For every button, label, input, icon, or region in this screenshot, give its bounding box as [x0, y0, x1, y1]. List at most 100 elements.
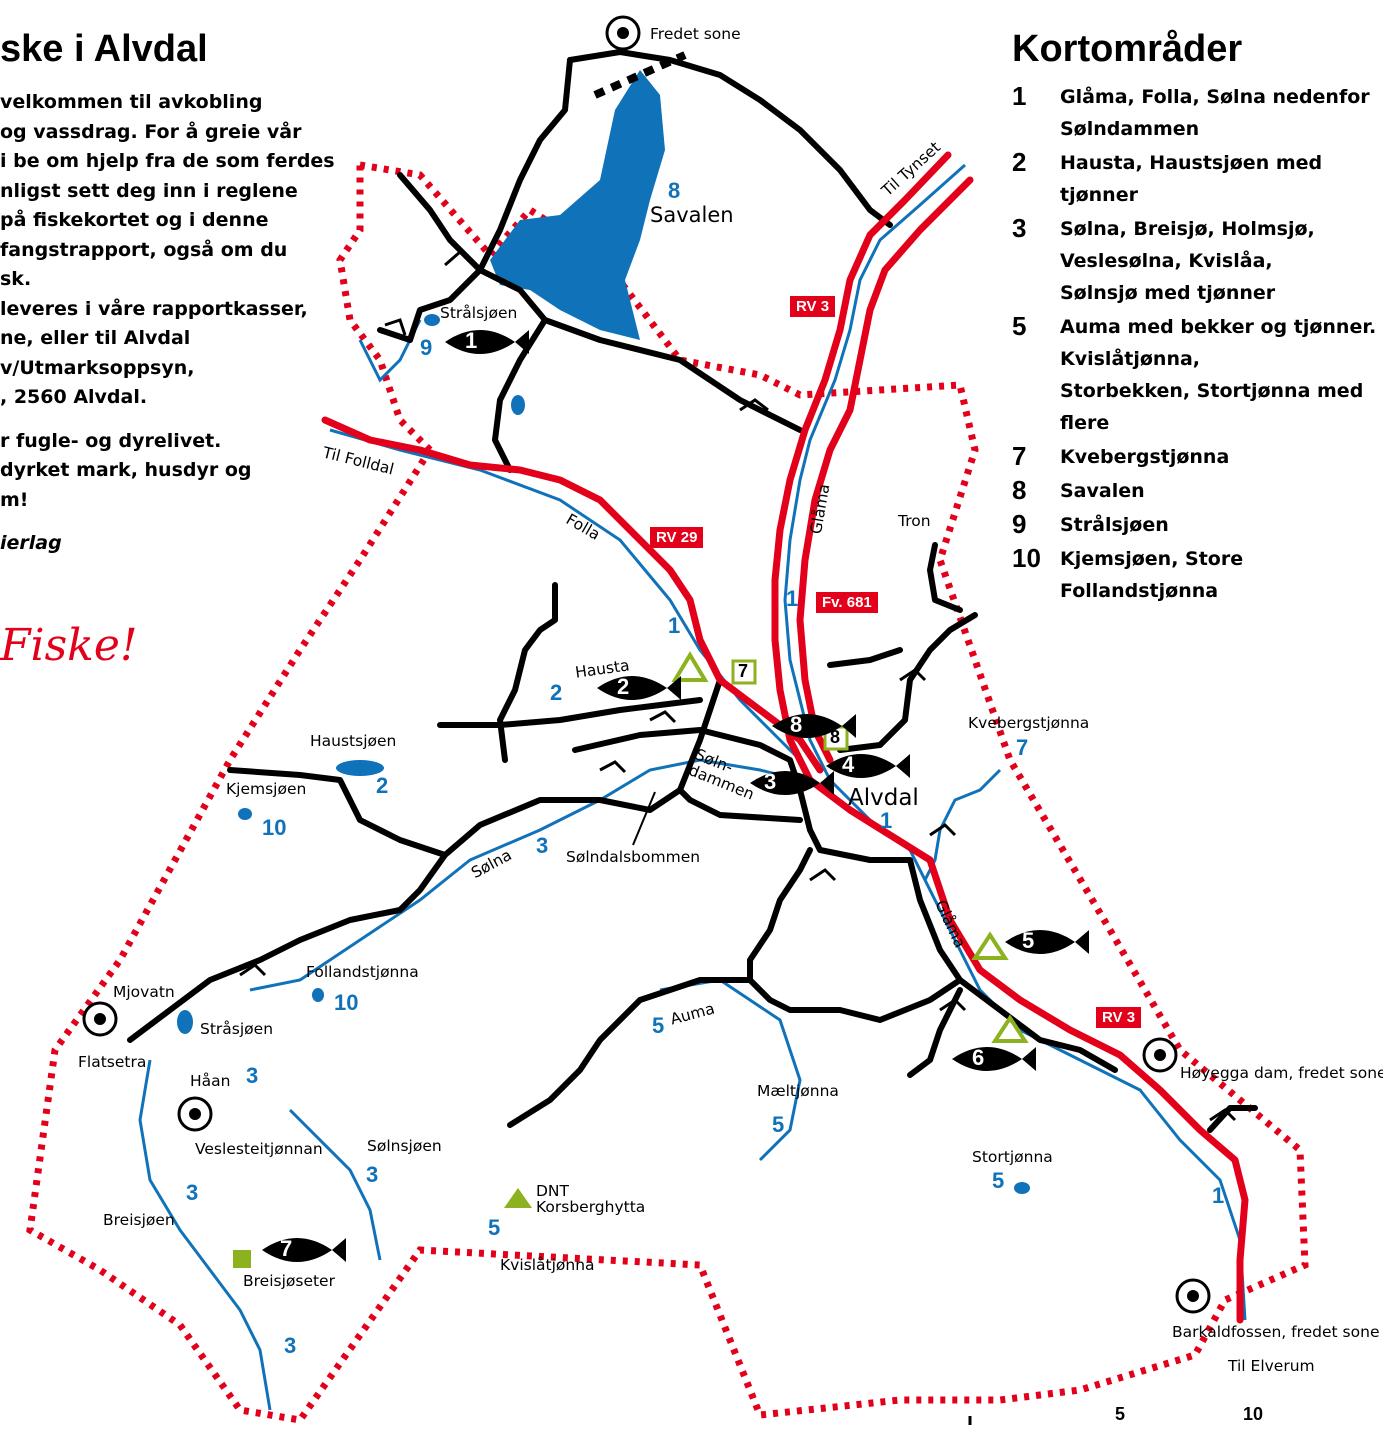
- zone-number: 9: [420, 335, 433, 360]
- zone-number: 1: [668, 613, 681, 638]
- legend-text: Glåma, Folla, Sølna nedenfor Sølndammen: [1060, 86, 1370, 140]
- label-savalen: Savalen: [650, 203, 734, 227]
- legend-text: Sølna, Breisjø, Holmsjø, Veslesølna, Kvi…: [1060, 218, 1315, 304]
- label-hoyegga-dam: Høyegga dam, fredet sone: [1180, 1064, 1383, 1082]
- label-breisjoen: Breisjøen: [103, 1211, 175, 1229]
- label-kvebergstjonna: Kvebergstjønna: [968, 714, 1090, 732]
- intro-line: m!: [0, 488, 29, 511]
- lake-stralsjoen: [424, 314, 440, 326]
- intro-line: fangstrapport, også om du: [0, 238, 288, 261]
- legend-item: 2 Hausta, Haustsjøen med tjønner: [1012, 147, 1382, 211]
- fish-icon: [262, 1238, 346, 1262]
- label-flatsetra: Flatsetra: [78, 1053, 147, 1071]
- zone-number: 10: [334, 990, 359, 1015]
- legend-text: Auma med bekker og tjønner. Kvislåtjønna…: [1060, 316, 1377, 434]
- legend-num: 9: [1012, 509, 1027, 539]
- intro-line: og vassdrag. For å greie vår: [0, 120, 302, 143]
- zone-number: 2: [550, 680, 563, 705]
- label-fredet-sone: Fredet sone: [650, 25, 741, 43]
- label-solnsjoen: Sølnsjøen: [367, 1137, 442, 1155]
- square-number: 7: [738, 661, 749, 681]
- fish-number: 6: [972, 1045, 985, 1070]
- label-maeltjonna: Mæltjønna: [757, 1082, 839, 1100]
- lake-haustsjoen: [336, 760, 384, 776]
- fish-icon: [772, 714, 856, 738]
- main-roads: [321, 151, 1249, 1324]
- pointer-arrow: [632, 791, 656, 846]
- label-haan: Håan: [190, 1072, 231, 1090]
- signature: ierlag: [0, 532, 62, 554]
- intro-line: på fiskekortet og i denne: [0, 209, 269, 231]
- intro-line: i be om hjelp fra de som ferdes: [0, 150, 335, 172]
- zone-number: 3: [536, 833, 549, 858]
- fish-number: 2: [617, 674, 630, 699]
- zone-number: 3: [366, 1162, 379, 1187]
- fiske-script: Fiske!: [0, 620, 138, 671]
- scale-label: 10: [1243, 1404, 1264, 1424]
- fish-icon: [1005, 930, 1089, 954]
- lake-strasjoen: [177, 1010, 193, 1034]
- label-mjovatn: Mjovatn: [113, 983, 175, 1001]
- legend-item: 5 Auma med bekker og tjønner. Kvislåtjønn…: [1012, 311, 1382, 439]
- barriers: [239, 249, 1237, 1122]
- label-stortjonna: Stortjønna: [972, 1148, 1053, 1166]
- label-dnt-korsberghytta: DNT Korsberghytta: [536, 1182, 646, 1216]
- roads: [127, 49, 1258, 1133]
- fish-number: 8: [790, 712, 803, 737]
- legend-num: 1: [1012, 81, 1027, 111]
- fish-number: 7: [280, 1236, 293, 1261]
- fish-icon: [826, 754, 910, 778]
- lake-kjemsjoen: [238, 808, 252, 820]
- road-badge-rv3-south: RV 3: [1096, 1007, 1142, 1028]
- zone-number: 1: [880, 808, 893, 833]
- water: [177, 70, 1030, 1194]
- zone-number: 10: [262, 815, 287, 840]
- legend-num: 2: [1012, 147, 1027, 177]
- zone-number: 8: [668, 178, 681, 203]
- label-alvdal: Alvdal: [848, 785, 919, 811]
- zone-number: 5: [772, 1112, 785, 1137]
- zone-number: 1: [1212, 1183, 1225, 1208]
- label-solndalsbommen: Sølndalsbommen: [566, 848, 701, 866]
- zone-number: 7: [1016, 735, 1029, 760]
- label-follandstjonna: Follandstjønna: [306, 963, 419, 981]
- intro-line: r fugle- og dyrelivet.: [0, 429, 222, 452]
- legend-title: Kortområder: [1012, 28, 1243, 70]
- label-strasjoen: Stråsjøen: [200, 1020, 274, 1038]
- breisjoseter-marker: [233, 1250, 251, 1268]
- legend-text: Kjemsjøen, Store Follandstjønna: [1060, 548, 1244, 602]
- road-badge-rv3: RV 3: [790, 296, 836, 317]
- fish-icon: [952, 1047, 1036, 1071]
- fish-number: 3: [764, 769, 777, 794]
- lake-follandstjonna: [312, 988, 324, 1002]
- zone-number: 3: [284, 1333, 297, 1358]
- label-breisjoseter: Breisjøseter: [243, 1272, 335, 1290]
- label-barkaldfossen: Barkaldfossen, fredet sone: [1172, 1323, 1380, 1341]
- intro-line: , 2560 Alvdal.: [0, 386, 148, 408]
- road-badge-fv681: Fv. 681: [816, 592, 878, 613]
- fish-number: 4: [842, 752, 855, 777]
- label-tron: Tron: [898, 512, 931, 530]
- label-kvislatjonna: Kvislåtjønna: [500, 1256, 595, 1274]
- legend-text: Hausta, Haustsjøen med tjønner: [1060, 152, 1323, 206]
- legend-num: 8: [1012, 475, 1027, 505]
- legend-text: Kvebergstjønna: [1060, 446, 1230, 468]
- label-til-elverum: Til Elverum: [1228, 1357, 1315, 1375]
- label-veslesteitjonnan: Veslesteitjønnan: [195, 1140, 323, 1158]
- zone-number: 2: [376, 773, 389, 798]
- intro-line: dyrket mark, husdyr og: [0, 459, 252, 481]
- scale-label: 5: [1115, 1404, 1126, 1424]
- area-boundary: [26, 161, 1309, 1424]
- legend-num: 5: [1012, 311, 1027, 341]
- camp-markers: [671, 651, 1029, 1043]
- zone-number: 1: [786, 586, 799, 611]
- fish-icons: [262, 330, 1089, 1262]
- fish-icon: [445, 330, 529, 354]
- zone-number: 5: [488, 1215, 501, 1240]
